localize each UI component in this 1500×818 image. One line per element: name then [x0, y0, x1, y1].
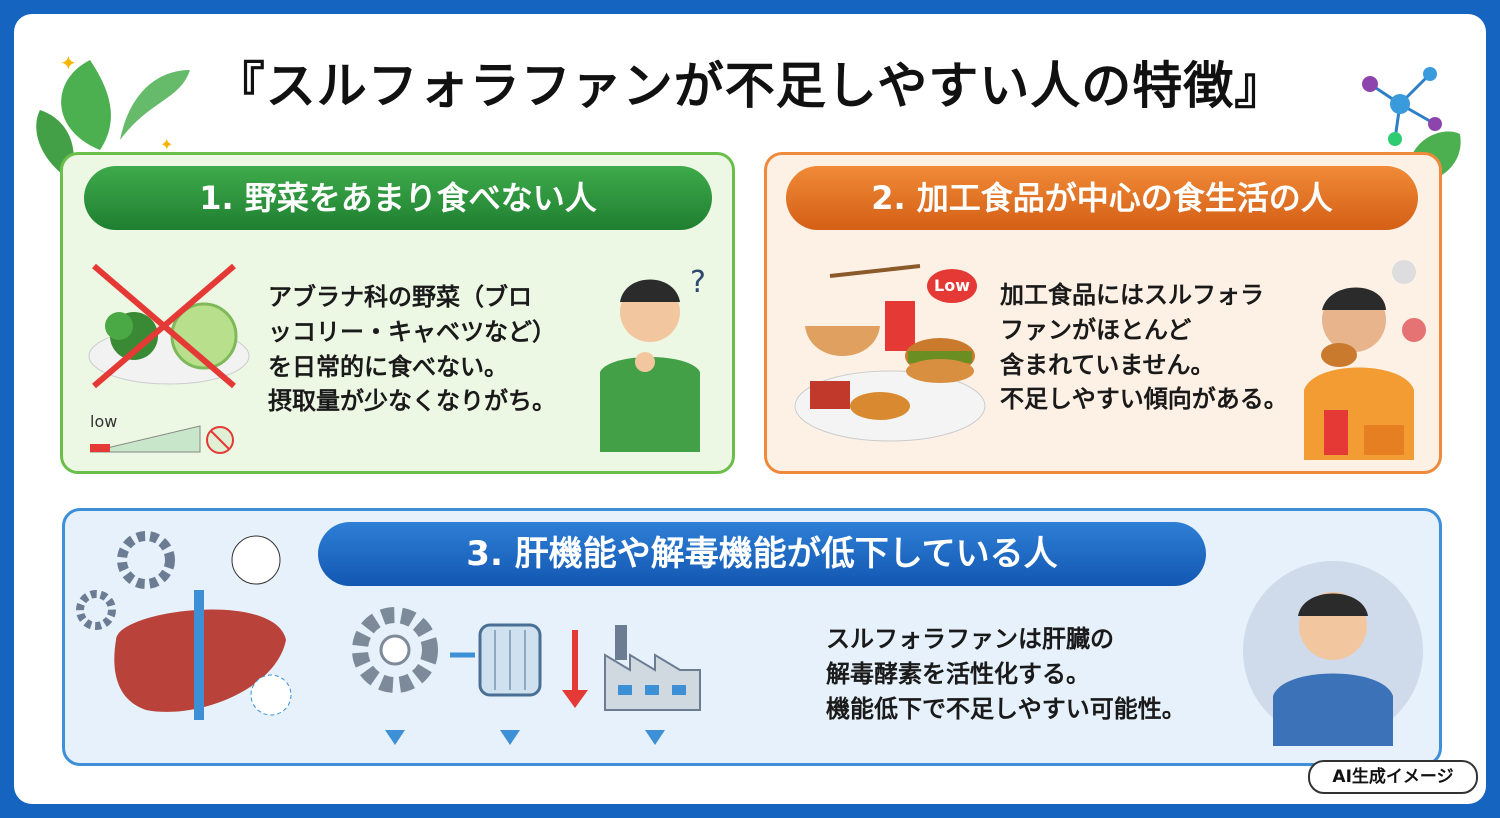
- low-speech-badge: [927, 269, 977, 303]
- section-3-heading: 3. 肝機能や解毒機能が低下している人: [318, 522, 1206, 586]
- low-label: low: [90, 412, 118, 431]
- ai-generated-badge: AI生成イメージ: [1308, 760, 1478, 794]
- eating-person-icon: [1304, 260, 1426, 460]
- filter-icon: [478, 623, 542, 697]
- section-2-heading: 2. 加工食品が中心の食生活の人: [786, 166, 1418, 230]
- tired-person-icon: [1243, 561, 1423, 746]
- thinking-person-icon: ?: [600, 265, 706, 452]
- vegetable-crossed-icon: [88, 263, 250, 389]
- svg-text:✦: ✦: [160, 135, 173, 154]
- section-2-text: 加工食品にはスルフォラ ファンがほとんど 含まれていません。 不足しやすい傾向が…: [1000, 281, 1288, 414]
- low-bar-icon: [89, 425, 234, 454]
- arrow-down-icon: [385, 730, 665, 745]
- low-badge-label: Low: [934, 276, 970, 295]
- question-icon: ?: [690, 265, 706, 300]
- svg-text:✦: ✦: [60, 51, 77, 75]
- factory-icon: [604, 625, 701, 711]
- processed-food-icon: [794, 264, 986, 442]
- section-1-heading: 1. 野菜をあまり食べない人: [84, 166, 712, 230]
- liver-gear-icon: [76, 531, 292, 720]
- section-3-text: スルフォラファンは肝臓の 解毒酵素を活性化する。 機能低下で不足しやすい可能性。: [826, 625, 1186, 723]
- section-1-text: アブラナ科の野菜（ブロ ッコリー・キャベツなど） を日常的に食べない。 摂取量が…: [268, 283, 556, 416]
- page-title: 『スルフォラファンが不足しやすい人の特徴』: [214, 57, 1286, 115]
- gear-icon: [352, 607, 438, 693]
- process-flow-icon: [352, 607, 701, 745]
